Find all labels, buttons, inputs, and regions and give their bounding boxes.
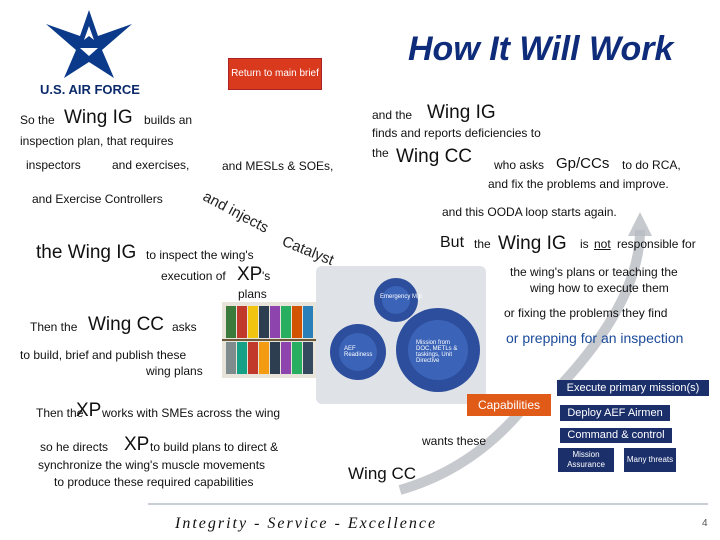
- inspectors-text: inspectors: [26, 158, 81, 172]
- works-with-text: works with SMEs across the wing: [102, 406, 281, 420]
- wing-cc-3-text: Wing CC: [348, 464, 417, 483]
- synchronize-text: synchronize the wing's muscle movements: [38, 458, 266, 472]
- footer-divider: [148, 503, 708, 505]
- logo-text: U.S. AIR FORCE: [40, 82, 140, 97]
- many-threats-button: Many threats: [624, 448, 676, 472]
- plans-or-teaching-text: the wing's plans or teaching the: [510, 265, 678, 279]
- xp-3-text: XP: [124, 434, 150, 455]
- air-force-logo: U.S. AIR FORCE: [40, 6, 140, 97]
- return-to-main-brief-button[interactable]: Return to main brief: [228, 58, 322, 90]
- the-2-text: the: [474, 237, 491, 251]
- or-fixing-text: or fixing the problems they find: [504, 306, 668, 320]
- xps-suffix-text: 's: [262, 269, 271, 283]
- so-the-text: So the: [20, 113, 55, 127]
- to-build-text: to build, brief and publish these: [20, 348, 187, 362]
- inspection-plan-text: inspection plan, that requires: [20, 134, 174, 148]
- the-wing-ig-text: the Wing IG: [36, 242, 137, 263]
- gears-icon: [316, 266, 486, 404]
- is-text: is: [580, 237, 589, 251]
- wing-how-text: wing how to execute them: [530, 281, 669, 295]
- xp-text: XP: [237, 264, 263, 285]
- execute-primary-button: Execute primary mission(s): [557, 380, 709, 396]
- then-the-text: Then the: [30, 320, 78, 334]
- gear-graphic: Emergency Mgt AEF Readiness Mission from…: [316, 266, 486, 404]
- wing-cc-2-text: Wing CC: [396, 146, 473, 167]
- to-do-rca-text: to do RCA,: [622, 158, 681, 172]
- fix-problems-text: and fix the problems and improve.: [488, 177, 669, 191]
- ooda-text: and this OODA loop starts again.: [442, 205, 617, 219]
- capabilities-button: Capabilities: [467, 394, 551, 416]
- binders-icon: [222, 302, 316, 378]
- wing-plans-text: wing plans: [146, 364, 203, 378]
- page-number: 4: [702, 518, 708, 529]
- command-control-button: Command & control: [560, 428, 672, 443]
- but-text: But: [440, 234, 465, 251]
- binders-image: [222, 302, 316, 378]
- the-text: the: [372, 146, 389, 160]
- page-title: How It Will Work: [408, 30, 674, 68]
- gear-mission-label: Mission from DOC, METLs & taskings, Unit…: [416, 340, 458, 364]
- gear-aef-label: AEF Readiness: [344, 346, 373, 358]
- and-exercises-text: and exercises,: [112, 158, 190, 172]
- or-prepping-text: or prepping for an inspection: [506, 330, 684, 346]
- builds-an-text: builds an: [144, 113, 193, 127]
- to-build-plans-text: to build plans to direct &: [150, 440, 279, 454]
- and-mesls-text: and MESLs & SOEs,: [222, 159, 334, 173]
- responsible-for-text: responsible for: [617, 237, 696, 251]
- not-text: not: [594, 237, 611, 251]
- deploy-aef-button: Deploy AEF Airmen: [560, 405, 670, 421]
- xp-2-text: XP: [76, 400, 102, 421]
- wing-cc-text: Wing CC: [88, 314, 165, 335]
- exercise-controllers-text: and Exercise Controllers: [32, 192, 163, 206]
- asks-text: asks: [172, 320, 197, 334]
- so-he-directs-text: so he directs: [40, 440, 109, 454]
- mission-assurance-button: Mission Assurance: [558, 448, 614, 472]
- wing-ig-text: Wing IG: [64, 107, 133, 128]
- gear-small-label: Emergency Mgt: [380, 294, 423, 300]
- who-asks-text: who asks: [494, 158, 545, 172]
- to-produce-text: to produce these required capabilities: [54, 475, 254, 489]
- wing-ig-2-text: Wing IG: [427, 102, 496, 123]
- wants-these-text: wants these: [422, 434, 487, 448]
- finds-reports-text: finds and reports deficiencies to: [372, 126, 541, 140]
- footer-motto: Integrity - Service - Excellence: [175, 515, 438, 532]
- then-the-2-text: Then the: [36, 406, 84, 420]
- plans-text: plans: [238, 287, 267, 301]
- and-the-text: and the: [372, 108, 413, 122]
- wing-ig-3-text: Wing IG: [498, 233, 567, 254]
- gp-ccs-text: Gp/CCs: [556, 155, 610, 172]
- air-force-wings-icon: [46, 10, 132, 78]
- to-inspect-text: to inspect the wing's: [146, 248, 254, 262]
- execution-of-text: execution of: [161, 269, 226, 283]
